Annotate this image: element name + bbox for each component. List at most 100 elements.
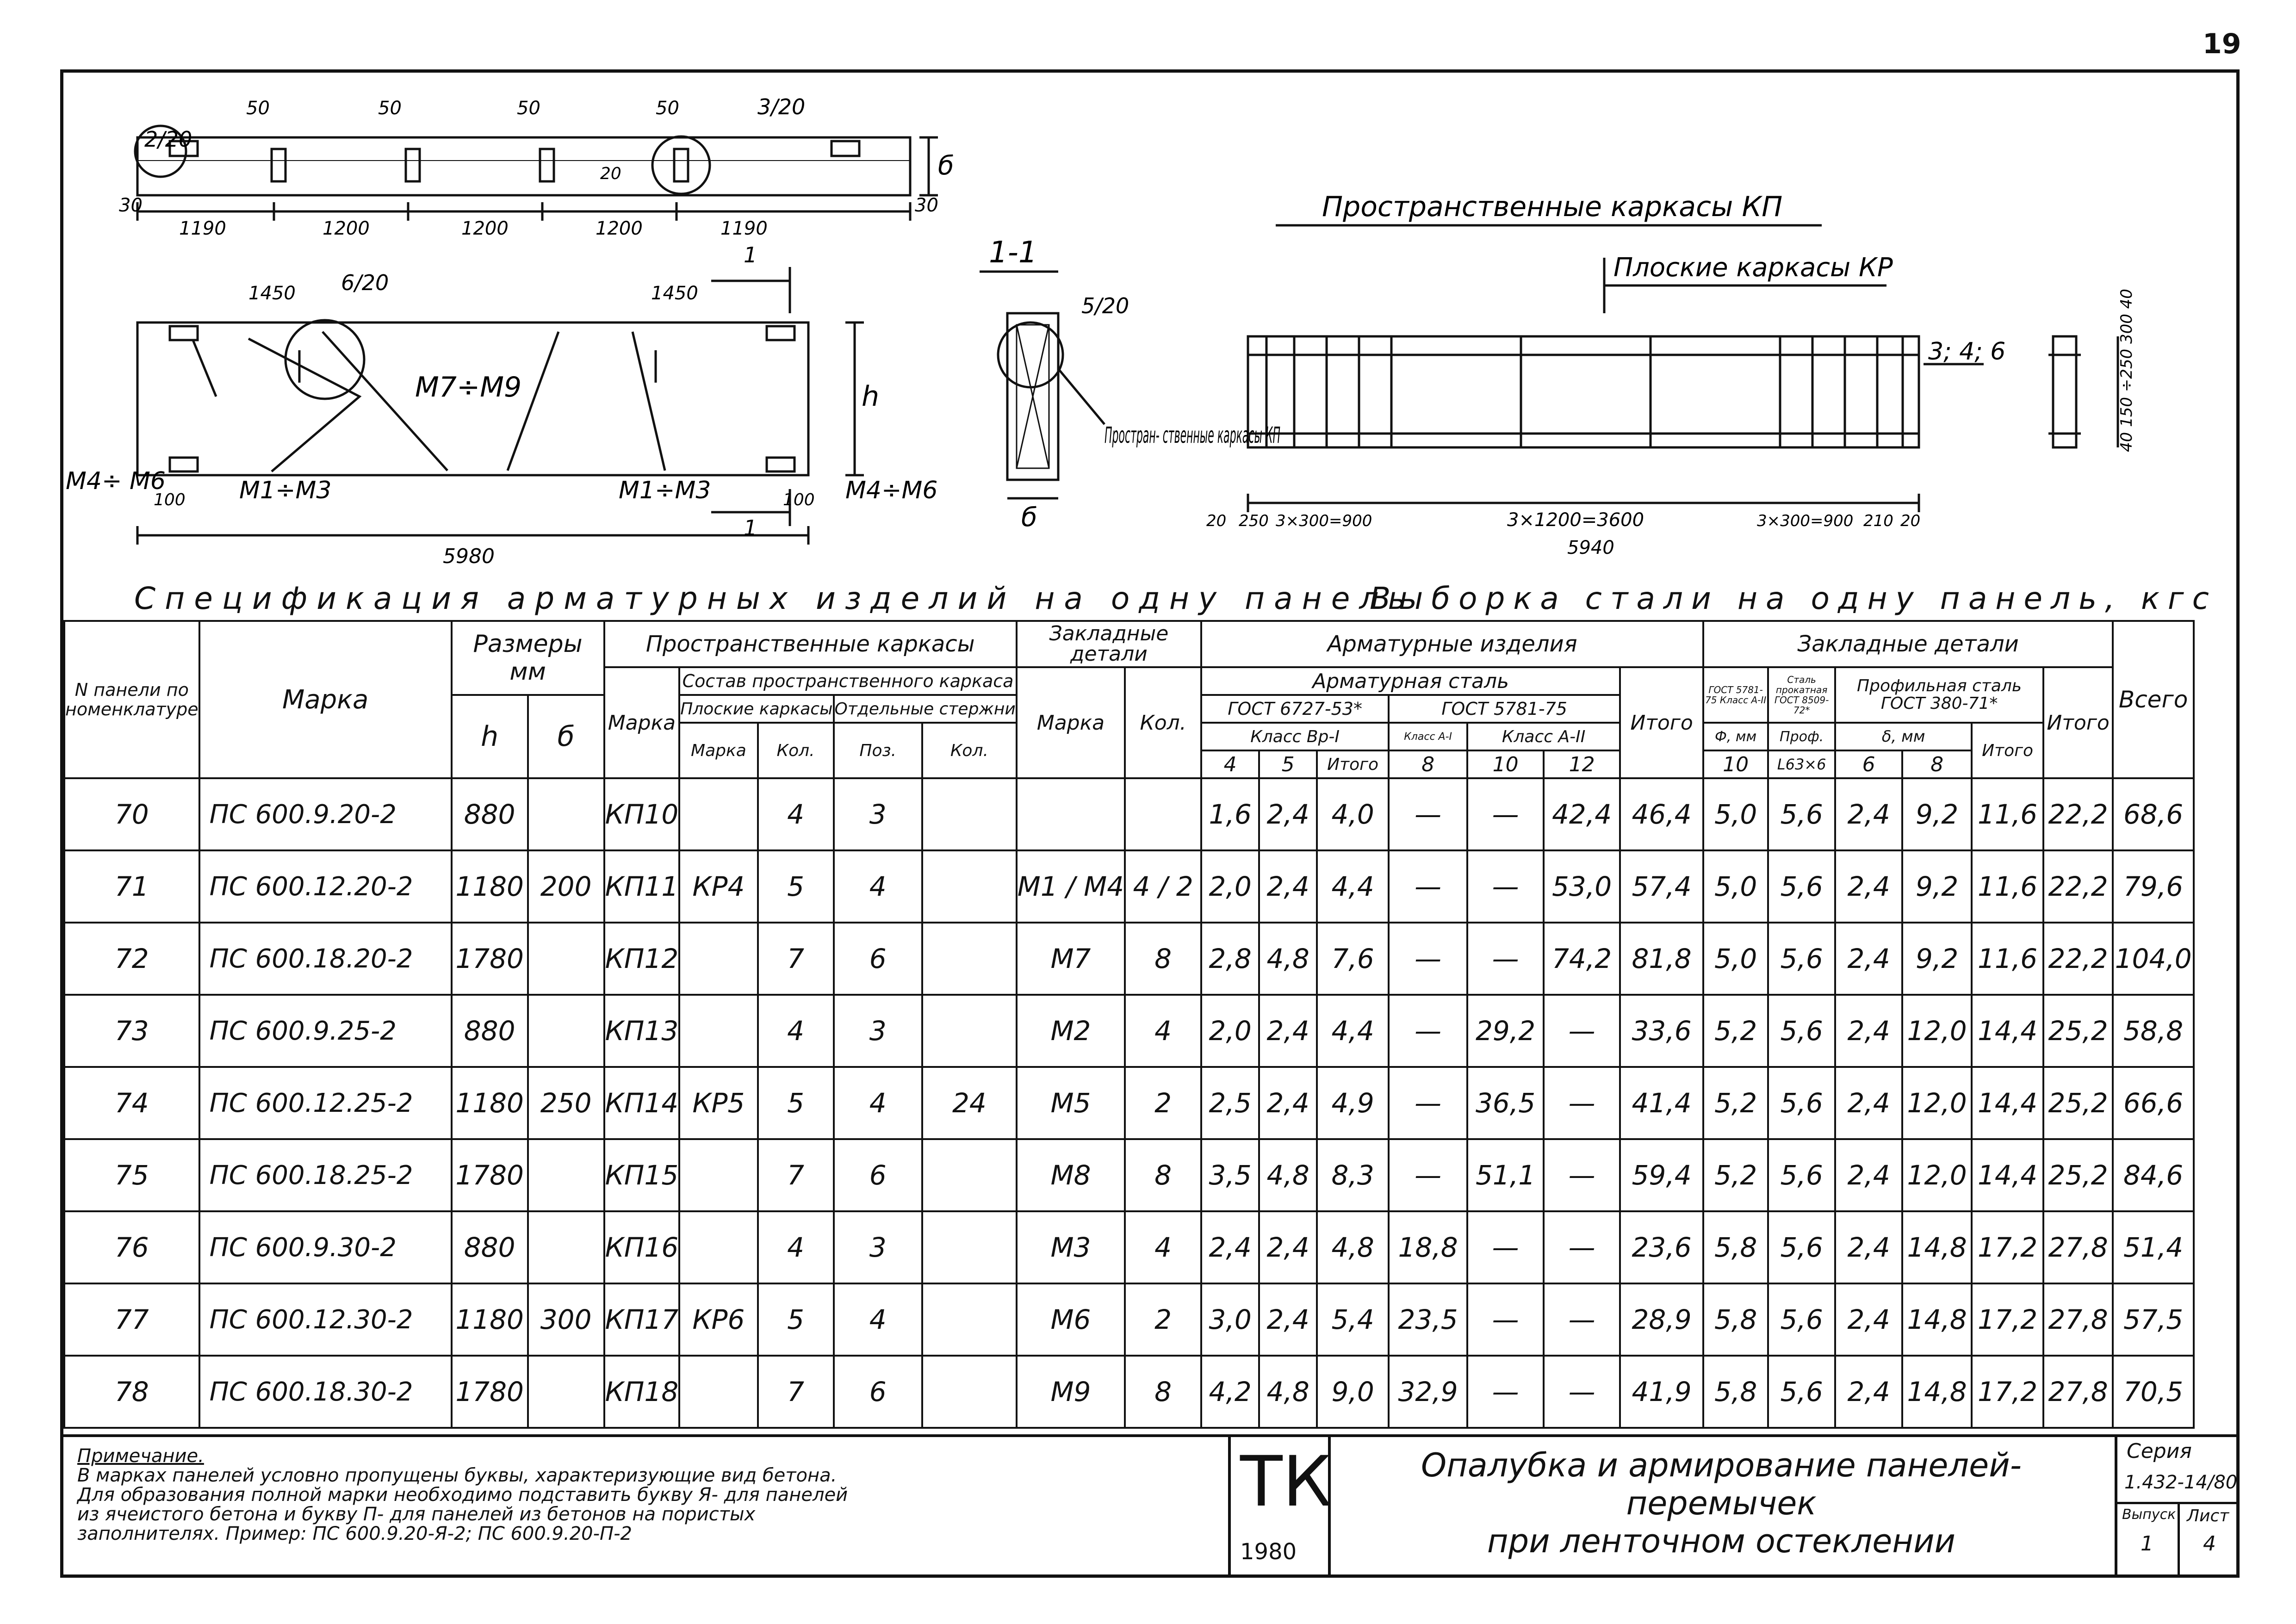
header-class-a1: Класс А-I	[1388, 722, 1469, 751]
cell-d5: 4,8	[1258, 1138, 1318, 1212]
cell-emb-qty: 8	[1124, 922, 1203, 996]
cell-d4: 2,0	[1200, 994, 1260, 1068]
cell-rod-pos: 4	[832, 1283, 923, 1357]
header-composition: Состав пространственного каркаса	[678, 666, 1018, 696]
cell-n: 73	[63, 994, 200, 1068]
callout-circle-6	[284, 319, 366, 400]
kp-length: 5940	[1567, 537, 1614, 558]
dim-30-left: 30	[119, 195, 143, 216]
cell-d4: 2,4	[1200, 1210, 1260, 1284]
cell-itg: 22,2	[2042, 922, 2114, 996]
cell-d5: 2,4	[1258, 849, 1318, 924]
cell-kr: КР4	[678, 849, 759, 924]
cell-rod-pos: 4	[832, 849, 923, 924]
cell-kr-qty: 7	[757, 1355, 835, 1429]
header-prof: Проф.	[1767, 722, 1837, 751]
cell-kp: КП13	[603, 994, 681, 1068]
header-class-a2: Класс А-II	[1466, 722, 1621, 751]
cell-b	[527, 994, 605, 1068]
cell-b	[527, 1355, 605, 1429]
header-l63: L63×6	[1767, 750, 1837, 779]
dim-top-2: 50	[378, 98, 402, 119]
cell-it1: 4,0	[1316, 777, 1390, 851]
cell-d8: 18,8	[1388, 1210, 1469, 1284]
cell-n: 78	[63, 1355, 200, 1429]
kp-dim-900-right: 3×300=900	[1757, 512, 1853, 530]
cell-s8: 14,8	[1901, 1355, 1973, 1429]
cell-s6: 2,4	[1834, 922, 1904, 996]
kp-dim-250: 250	[1239, 512, 1269, 530]
cell-kr-qty: 4	[757, 994, 835, 1068]
cell-h: 1780	[450, 922, 529, 996]
cell-emb-qty	[1124, 777, 1203, 851]
cell-it1: 8,3	[1316, 1138, 1390, 1212]
kp-dim-210: 210	[1863, 512, 1893, 530]
cell-ite: 11,6	[1971, 849, 2045, 924]
cell-kp: КП17	[603, 1283, 681, 1357]
cell-h: 880	[450, 994, 529, 1068]
header-d5: 5	[1258, 750, 1318, 779]
cell-d10: —	[1466, 922, 1545, 996]
cell-d5: 2,4	[1258, 994, 1318, 1068]
header-d6: 6	[1834, 750, 1904, 779]
cell-rod-qty	[921, 1283, 1018, 1357]
cell-d10: —	[1466, 777, 1545, 851]
cell-itr: 81,8	[1619, 922, 1705, 996]
header-mark: Марка	[198, 620, 453, 779]
dim-1200-b: 1200	[461, 218, 509, 239]
cell-s6: 2,4	[1834, 1210, 1904, 1284]
cell-itr: 57,4	[1619, 849, 1705, 924]
cell-kr-qty: 4	[757, 1210, 835, 1284]
cell-l63: 5,6	[1767, 1138, 1837, 1212]
cell-d4: 1,6	[1200, 777, 1260, 851]
cell-b: 200	[527, 849, 605, 924]
dim-100-right: 100	[783, 490, 815, 509]
cell-emb: М5	[1015, 1066, 1126, 1140]
cell-d12: —	[1543, 1066, 1621, 1140]
label-m4-m6-right: М4÷М6	[845, 477, 937, 504]
notes-line-1: В марках панелей условно пропущены буквы…	[77, 1465, 837, 1486]
header-rod-qty: Кол.	[921, 722, 1018, 779]
cell-d10: —	[1466, 1210, 1545, 1284]
cell-all: 79,6	[2112, 849, 2195, 924]
cell-l63: 5,6	[1767, 922, 1837, 996]
cell-it1: 9,0	[1316, 1355, 1390, 1429]
section-outline	[1006, 312, 1060, 481]
cell-e10: 5,0	[1702, 849, 1769, 924]
cell-rod-qty	[921, 777, 1018, 851]
cell-kr	[678, 777, 759, 851]
cell-l63: 5,6	[1767, 1210, 1837, 1284]
cell-all: 51,4	[2112, 1210, 2195, 1284]
cell-mark: ПС 600.18.20-2	[198, 922, 453, 996]
cell-l63: 5,6	[1767, 849, 1837, 924]
cell-s8: 12,0	[1901, 1138, 1973, 1212]
cell-kp: КП15	[603, 1138, 681, 1212]
cell-d5: 2,4	[1258, 777, 1318, 851]
cell-itg: 25,2	[2042, 994, 2114, 1068]
cell-kr-qty: 5	[757, 849, 835, 924]
cell-n: 74	[63, 1066, 200, 1140]
cell-n: 75	[63, 1138, 200, 1212]
cell-rod-qty	[921, 849, 1018, 924]
cell-all: 104,0	[2112, 922, 2195, 996]
cell-d12: —	[1543, 1138, 1621, 1212]
kp-side-outline	[2052, 335, 2078, 449]
dim-1200-a: 1200	[323, 218, 370, 239]
kr-label: Плоские каркасы КР	[1613, 253, 1893, 283]
header-flat: Плоские каркасы	[678, 694, 835, 724]
cell-d12: —	[1543, 1283, 1621, 1357]
cell-kr	[678, 922, 759, 996]
sheet-title: Опалубка и армирование панелей-перемычек…	[1328, 1446, 2115, 1560]
cell-itg: 25,2	[2042, 1066, 2114, 1140]
cell-itg: 22,2	[2042, 849, 2114, 924]
drawing-area: 2/20 3/20 6/20 5/20 50 50 50 50 30 1190 …	[66, 94, 2136, 568]
cell-itr: 28,9	[1619, 1283, 1705, 1357]
cell-d12: 42,4	[1543, 777, 1621, 851]
kp-dim-20-right: 20	[1900, 512, 1920, 530]
cell-all: 68,6	[2112, 777, 2195, 851]
header-rod-pos: Поз.	[832, 722, 923, 779]
kp-positions: 3; 4; 6	[1928, 338, 2005, 366]
